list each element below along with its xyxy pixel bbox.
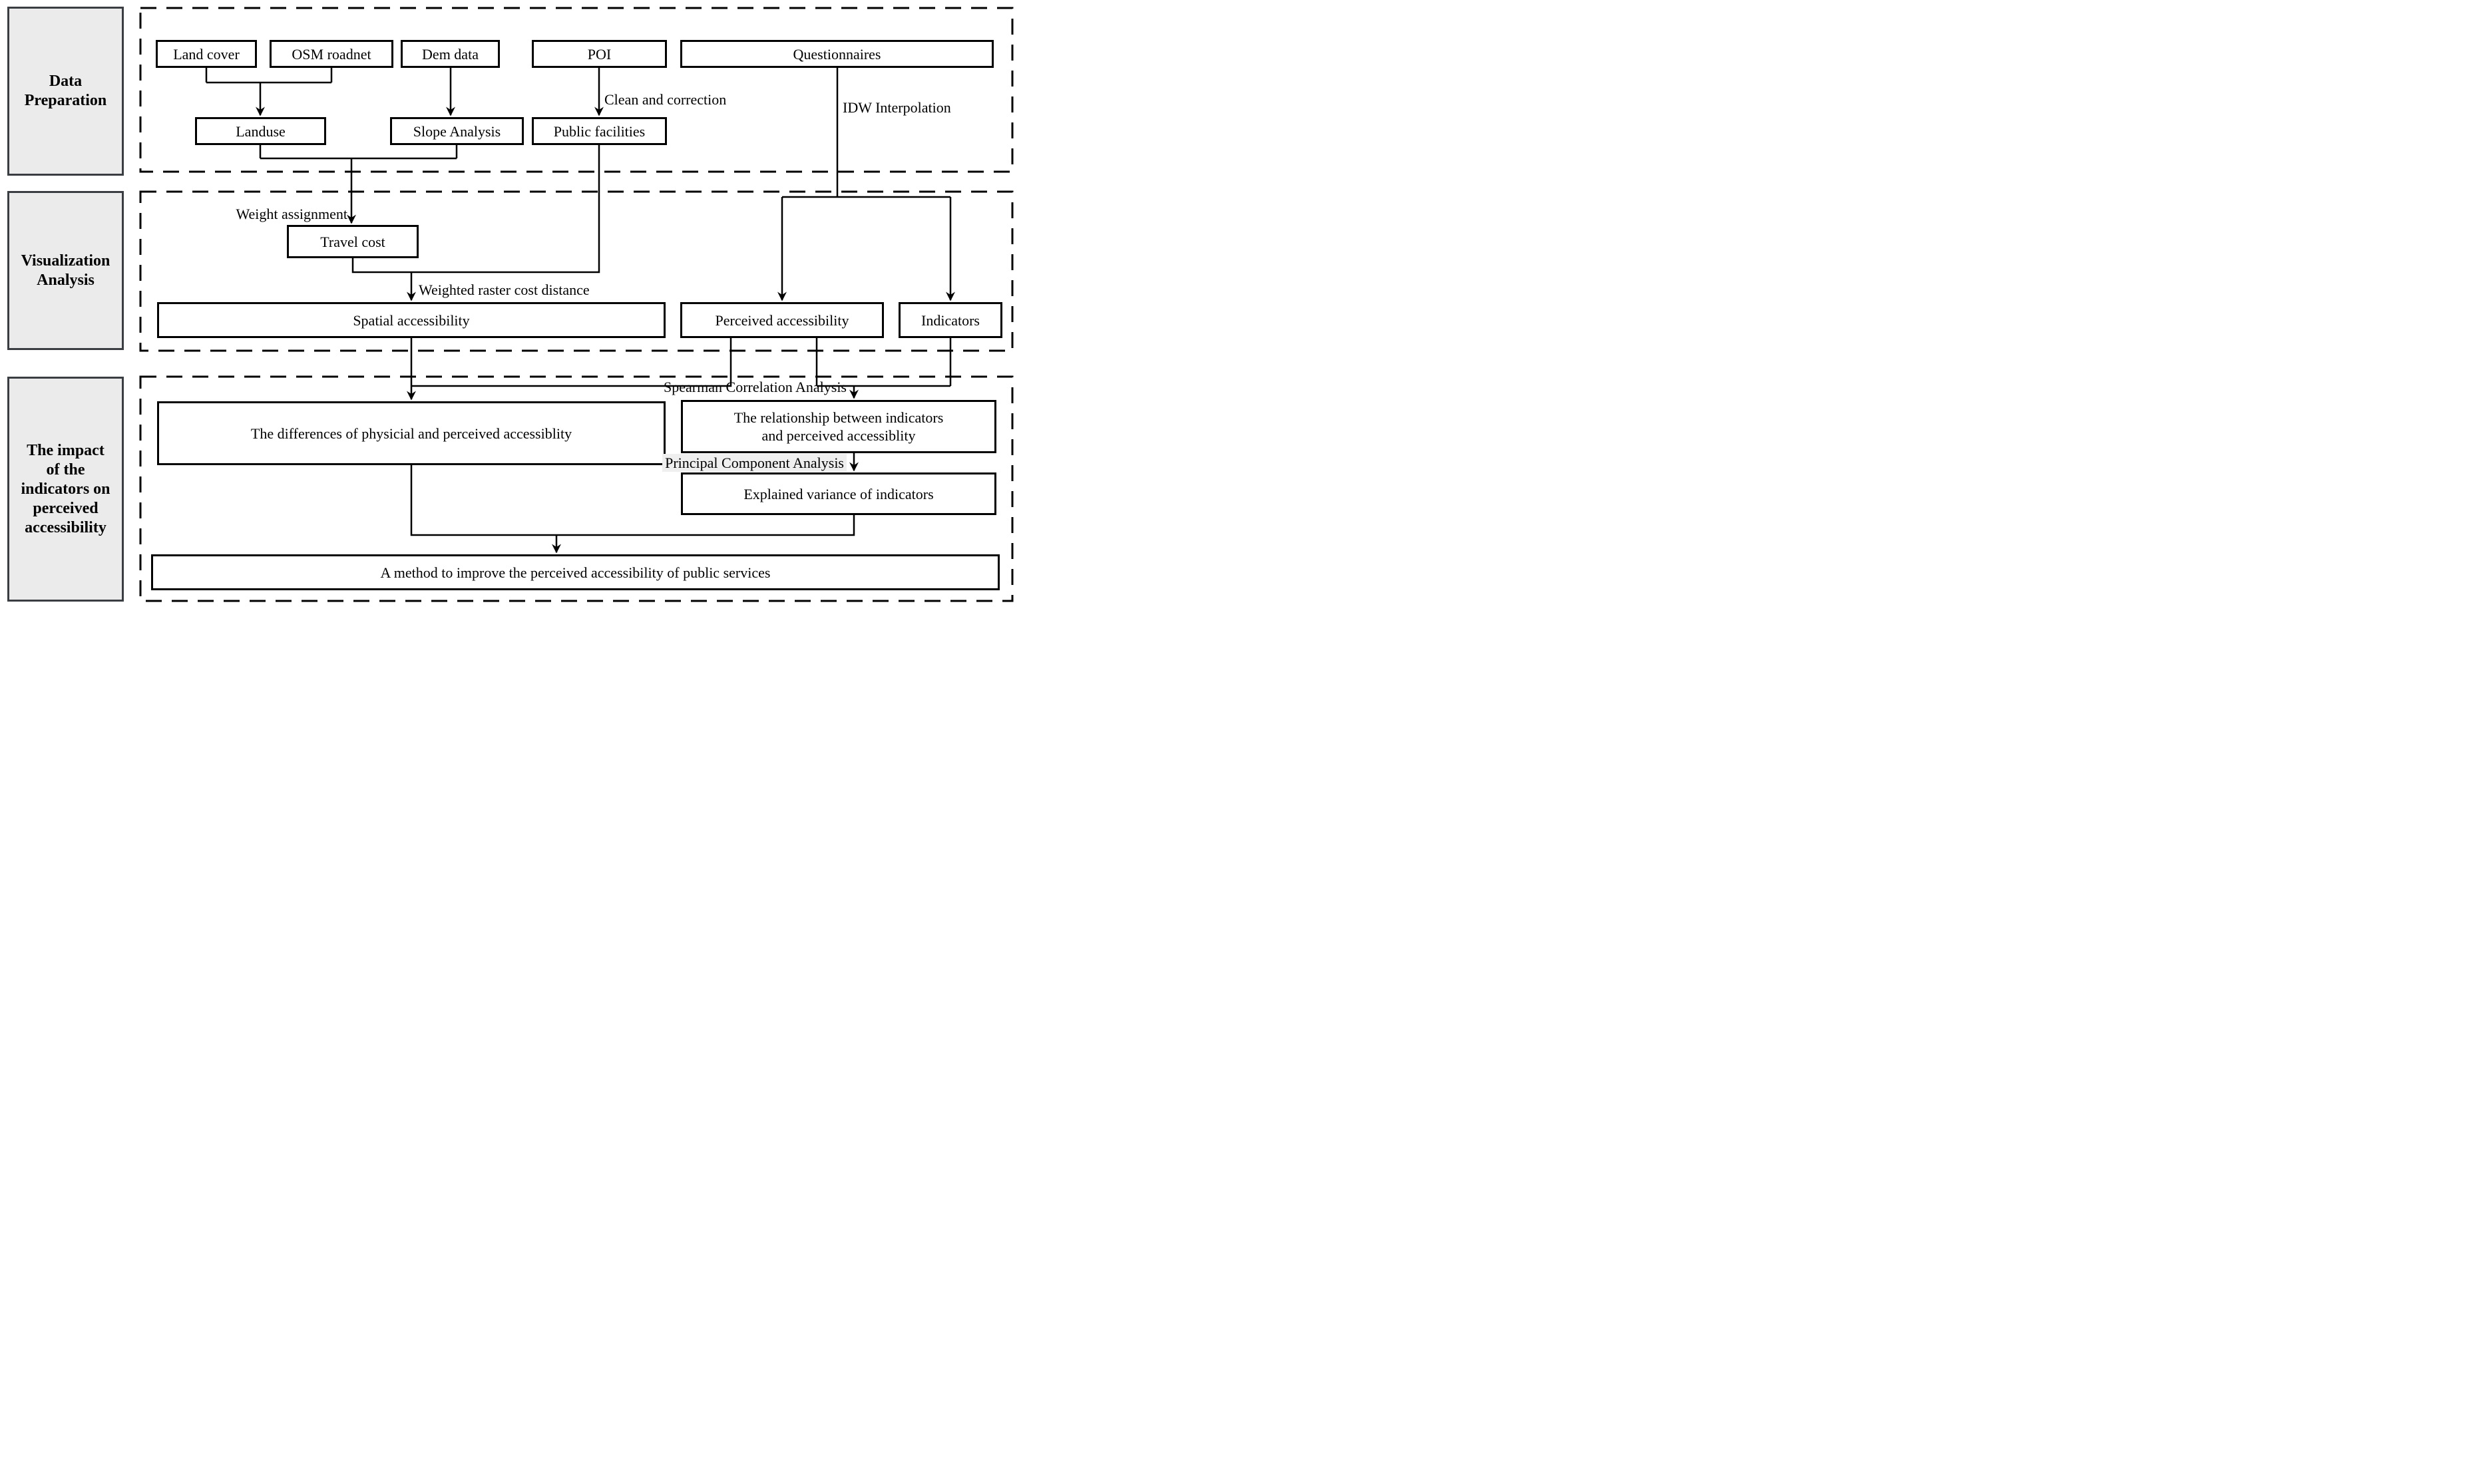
phase-label-line: of the — [46, 461, 85, 478]
edge-questionnaires-split — [782, 68, 950, 198]
edge-landcover-osm-merge — [205, 68, 333, 84]
node-public-facilities: Public facilities — [532, 117, 667, 145]
node-perceived-accessibility: Perceived accessibility — [680, 302, 884, 338]
node-dem-data: Dem data — [401, 40, 500, 68]
node-slope-analysis: Slope Analysis — [390, 117, 524, 145]
edge-label-idw-interpolation: IDW Interpolation — [843, 99, 951, 116]
phase-label-line: Analysis — [37, 271, 95, 289]
flowchart-figure: Data Preparation Visualization Analysis … — [0, 0, 1018, 609]
edge-label-clean-correction: Clean and correction — [604, 91, 727, 108]
frame-data-preparation — [139, 7, 1014, 173]
node-relationship-line1: The relationship between indicators — [733, 409, 944, 426]
node-relationship: The relationship between indicators and … — [681, 400, 996, 453]
node-land-cover: Land cover — [156, 40, 257, 68]
phase-label-line: indicators on — [21, 480, 110, 498]
node-travel-cost: Travel cost — [287, 225, 419, 258]
frame-impact — [139, 375, 1014, 602]
node-spatial-accessibility: Spatial accessibility — [157, 302, 666, 338]
phase-label-impact: The impact of the indicators on perceive… — [7, 377, 124, 602]
edge-perceived-indicators-merge — [815, 338, 952, 387]
node-method: A method to improve the perceived access… — [151, 554, 1000, 590]
node-differences: The differences of physicial and perceiv… — [157, 401, 666, 465]
edge-label-pca: Principal Component Analysis — [634, 454, 847, 472]
edge-label-pca-text: Principal Component Analysis — [662, 454, 847, 472]
node-explained-variance: Explained variance of indicators — [681, 472, 996, 515]
edge-perceived-left-branch — [411, 338, 732, 387]
phase-label-data-preparation: Data Preparation — [7, 7, 124, 176]
node-indicators: Indicators — [899, 302, 1002, 338]
node-poi: POI — [532, 40, 667, 68]
phase-label-line: Preparation — [24, 92, 107, 109]
frame-visualization-analysis — [139, 190, 1014, 352]
edge-label-weight-assignment: Weight assignment — [236, 206, 347, 222]
edge-label-weighted-raster: Weighted raster cost distance — [419, 281, 590, 298]
connector-layer — [139, 7, 1014, 602]
node-relationship-line2: and perceived accessiblity — [761, 427, 916, 444]
node-landuse: Landuse — [195, 117, 326, 145]
node-questionnaires: Questionnaires — [680, 40, 994, 68]
edge-travelcost-public-merge — [351, 145, 600, 274]
phase-label-line: Visualization — [21, 252, 110, 270]
phase-frames — [139, 7, 1014, 602]
edge-landuse-slope-merge — [259, 145, 458, 160]
node-osm-roadnet: OSM roadnet — [270, 40, 393, 68]
edge-final-merge — [410, 465, 855, 536]
phase-label-line: The impact — [27, 441, 104, 459]
phase-label-line: accessibility — [25, 518, 106, 536]
phase-label-line: perceived — [33, 499, 99, 517]
edge-label-spearman: Spearman Correlation Analysis — [664, 379, 847, 395]
phase-label-visualization-analysis: Visualization Analysis — [7, 191, 124, 350]
phase-label-line: Data — [49, 73, 83, 90]
